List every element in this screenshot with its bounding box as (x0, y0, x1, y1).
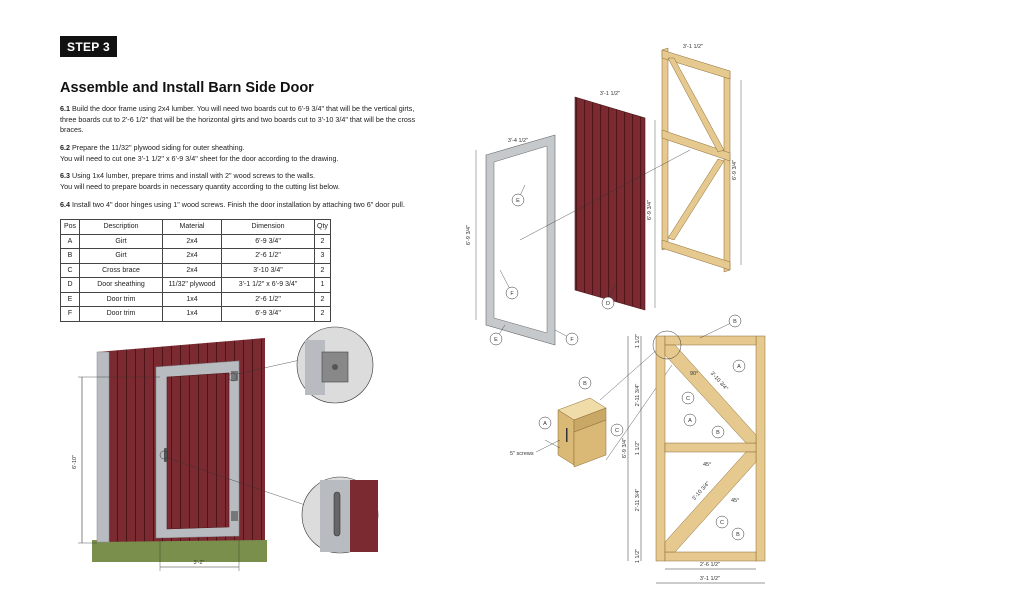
outer-width-label: 3'-1 1/2" (700, 576, 720, 582)
svg-text:E: E (494, 337, 498, 343)
callout-e-top (511, 193, 525, 207)
sheet-height-label: 6'-9 3/4" (647, 200, 653, 220)
callout-e-bottom (489, 332, 503, 346)
screws-label: 5" screws (510, 451, 534, 457)
svg-text:D: D (606, 301, 610, 307)
door-pull (164, 448, 167, 462)
column-header: Qty (314, 219, 331, 235)
svg-text:A: A (688, 418, 692, 424)
door-sheathing (574, 96, 646, 311)
elev-bottom-label: 1 1/2" (635, 549, 641, 563)
svg-text:A: A (543, 421, 547, 427)
callout-c-lower (715, 515, 729, 529)
svg-text:B: B (736, 532, 740, 538)
callout-c-detail (610, 423, 624, 437)
instruction-6-4: 6.4 Install two 4" door hinges using 1" … (60, 200, 440, 211)
svg-text:C: C (615, 428, 619, 434)
instruction-text: Install two 4" door hinges using 1" wood… (72, 200, 405, 209)
instruction-number: 6.3 (60, 171, 70, 180)
column-header: Dimension (221, 219, 315, 235)
door-height-label: 6'-10" (72, 455, 78, 469)
joint-detail: 5" screws B A C (510, 339, 673, 468)
hinge (231, 511, 238, 521)
frame-height-label: 6'-9 3/4" (732, 160, 738, 180)
table-cell: 6'-9 3/4" (221, 233, 315, 249)
callout-b-bottom (731, 527, 745, 541)
table-cell: Girt (79, 233, 163, 249)
instruction-6-2: 6.2 Prepare the 11/32" plywood siding fo… (60, 143, 440, 164)
table-cell: 2x4 (162, 233, 222, 249)
callout-c-upper (681, 391, 695, 405)
hinge (231, 371, 238, 381)
column-header: Pos (60, 219, 80, 235)
instruction-number: 6.1 (60, 104, 70, 113)
cutting-list-table: Pos Description Material Dimension Qty A… (60, 219, 331, 322)
instruction-text: Build the door frame using 2x4 lumber. Y… (72, 104, 415, 113)
instruction-text: three boards cut to 2'-6 1/2" that will … (60, 114, 416, 124)
svg-text:B: B (733, 319, 737, 325)
corner-trim (96, 351, 110, 543)
svg-text:B: B (583, 381, 587, 387)
instruction-text: Using 1x4 lumber, prepare trims and inst… (72, 171, 316, 180)
table-cell: 2 (314, 306, 331, 322)
column-header: Description (79, 219, 163, 235)
elev-lower-label: 2'-11 3/4" (635, 489, 641, 512)
callout-b-detail (578, 376, 592, 390)
instruction-number: 6.4 (60, 200, 70, 209)
svg-text:B: B (716, 430, 720, 436)
svg-text:C: C (720, 520, 724, 526)
installed-door-illustration: 6'-10" 3'-2" (72, 326, 379, 571)
callout-b-mid (711, 425, 725, 439)
angle-45-label: 45° (731, 498, 739, 504)
svg-text:E: E (516, 198, 520, 204)
svg-text:F: F (570, 337, 574, 343)
table-cell: Door trim (79, 306, 163, 322)
door-width-label: 3'-2" (194, 560, 205, 566)
trim-height-label: 6'-9 3/4" (466, 225, 472, 245)
exploded-view: 3'-4 1/2" 6'-9 3/4" 3'-1 1/2" 6'-9 3/4" … (466, 44, 742, 346)
instruction-text: braces. (60, 125, 84, 134)
inner-width-label: 2'-6 1/2" (700, 562, 720, 568)
svg-text:A: A (737, 364, 741, 370)
door-frame-iso (661, 47, 731, 273)
callout-b-top (728, 314, 742, 328)
callout-a-right (732, 359, 746, 373)
table-header-row: Pos Description Material Dimension Qty (60, 219, 331, 235)
table-cell: 2 (314, 233, 331, 249)
angle-90-label: 90° (690, 371, 698, 377)
door-pull-icon (333, 491, 341, 537)
door-panel (166, 372, 230, 530)
sheet-width-label: 3'-1 1/2" (600, 91, 620, 97)
callout-d (601, 296, 615, 310)
callout-a-left (683, 413, 697, 427)
svg-text:C: C (686, 396, 690, 402)
instruction-6-1: 6.1 Build the door frame using 2x4 lumbe… (60, 104, 440, 136)
elev-total-label: 6'-9 3/4" (622, 438, 628, 458)
elev-mid-label: 1 1/2" (635, 441, 641, 455)
callout-f-left (505, 286, 519, 300)
elev-upper-label: 2'-11 3/4" (635, 384, 641, 407)
callout-f-right (565, 332, 579, 346)
instruction-number: 6.2 (60, 143, 70, 152)
frame-width-label: 3'-1 1/2" (683, 44, 703, 50)
page-title: Assemble and Install Barn Side Door (60, 80, 314, 96)
instruction-6-3: 6.3 Using 1x4 lumber, prepare trims and … (60, 171, 440, 192)
instruction-text: You will need to cut one 3'-1 1/2" x 6'-… (60, 153, 339, 163)
instruction-text: You will need to prepare boards in neces… (60, 181, 340, 191)
elev-top-label: 1 1/2" (635, 334, 641, 348)
instruction-text: Prepare the 11/32" plywood siding for ou… (72, 143, 245, 152)
step-badge: STEP 3 (60, 36, 117, 57)
grass-strip (92, 540, 267, 562)
callout-a-detail (538, 416, 552, 430)
frame-elevation: 1 1/2" 2'-11 3/4" 1 1/2" 2'-11 3/4" 1 1/… (622, 314, 766, 584)
svg-text:F: F (510, 291, 514, 297)
angle-45-label: 45° (703, 462, 711, 468)
trim-width-label: 3'-4 1/2" (508, 138, 528, 144)
